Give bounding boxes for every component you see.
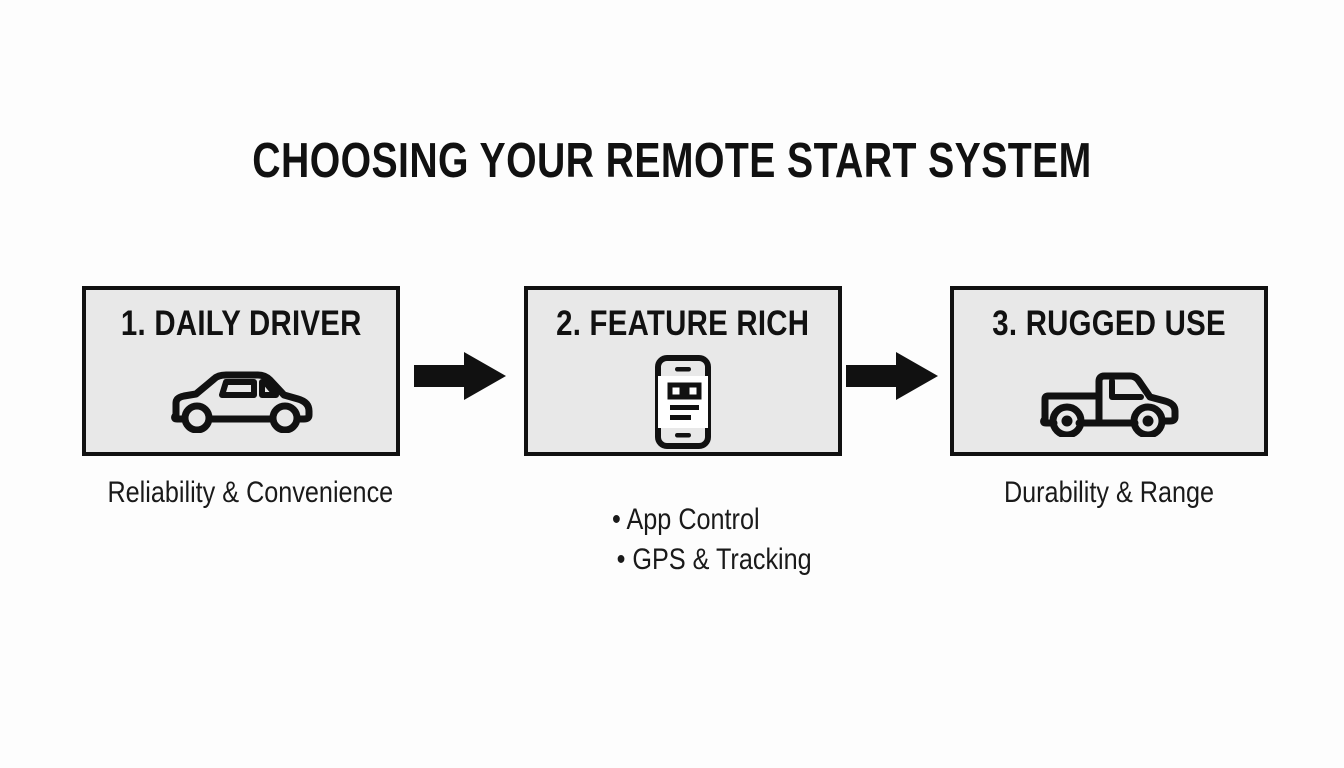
list-item: • GPS & Tracking [616, 542, 812, 576]
right-arrow-icon [846, 352, 938, 405]
step-heading: 2. FEATURE RICH [556, 304, 810, 343]
step-bullets-feature-rich: • App Control • GPS & Tracking [524, 500, 842, 580]
step-caption-daily-driver: Reliability & Convenience [107, 476, 394, 509]
right-arrow-icon [414, 352, 506, 405]
step-box-rugged-use[interactable]: 3. RUGGED USE [950, 286, 1268, 456]
page-title: CHOOSING YOUR REMOTE START SYSTEM [252, 134, 1092, 188]
step-heading: 1. DAILY DRIVER [120, 304, 362, 343]
step-heading: 3. RUGGED USE [992, 304, 1226, 343]
list-item: • App Control [612, 503, 760, 536]
smartphone-app-icon [654, 351, 712, 452]
step-caption-rugged-use: Durability & Range [1003, 476, 1215, 509]
step-box-feature-rich[interactable]: 2. FEATURE RICH [524, 286, 842, 456]
sedan-car-icon [166, 351, 316, 452]
step-box-daily-driver[interactable]: 1. DAILY DRIVER [82, 286, 400, 456]
pickup-truck-icon [1037, 351, 1181, 452]
